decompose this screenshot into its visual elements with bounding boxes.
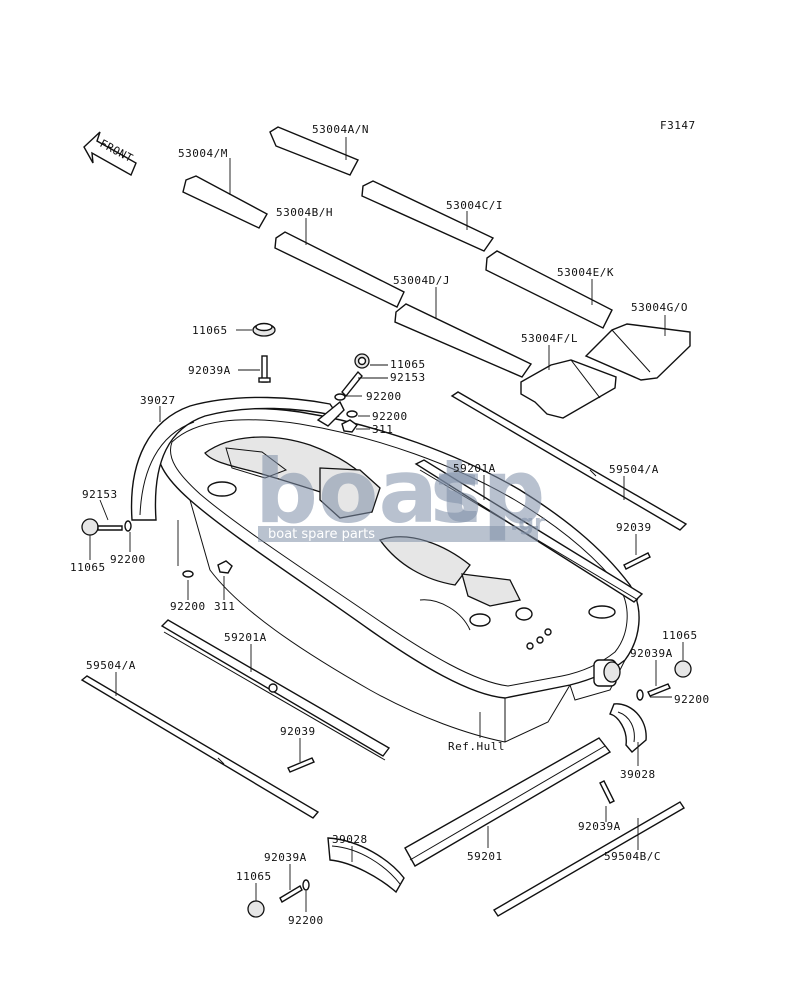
cap-11065-top[interactable] [252, 322, 276, 337]
mat-53004-fl[interactable] [520, 359, 617, 419]
label-ref-hull: Ref.Hull [448, 740, 505, 753]
washer-92200-left[interactable] [124, 520, 132, 532]
label-11065-bottom: 11065 [236, 870, 272, 883]
mat-53004-ek[interactable] [485, 250, 613, 329]
cap-11065-bottom[interactable] [247, 900, 265, 918]
label-53004bh: 53004B/H [276, 206, 333, 219]
watermark-brand-right: sp [430, 440, 545, 543]
washer-92200-mid1[interactable] [334, 393, 346, 401]
rivet-92039a-right[interactable] [647, 683, 671, 697]
label-59504a-right: 59504/A [609, 463, 659, 476]
screw-92153-left[interactable] [97, 525, 123, 531]
label-39027: 39027 [140, 394, 176, 407]
label-59504a-left: 59504/A [86, 659, 136, 672]
watermark-brand-left: boat [255, 440, 480, 543]
label-53004an: 53004A/N [312, 123, 369, 136]
nut-311-mid[interactable] [341, 419, 358, 433]
label-311-lower: 311 [214, 600, 235, 613]
washer-92200-mid2[interactable] [346, 410, 358, 418]
cap-11065-right[interactable] [674, 660, 692, 678]
mat-53004-an[interactable] [269, 126, 359, 176]
label-53004ek: 53004E/K [557, 266, 614, 279]
washer-92200-right[interactable] [636, 689, 644, 701]
watermark-tagline: boat spare parts [268, 527, 375, 542]
label-92153-mid: 92153 [390, 371, 426, 384]
rivet-92039-lower[interactable] [287, 757, 315, 773]
label-92039a-top: 92039A [188, 364, 231, 377]
screw-92153-mid[interactable] [341, 370, 363, 398]
nut-311-lower[interactable] [217, 560, 233, 574]
label-92200-right: 92200 [674, 693, 710, 706]
rivet-92039-right[interactable] [623, 552, 651, 570]
cap-11065-mid[interactable] [354, 353, 370, 369]
label-53004dj: 53004D/J [393, 274, 450, 287]
label-92200-bottom: 92200 [288, 914, 324, 927]
label-53004ci: 53004C/I [446, 199, 503, 212]
hull[interactable] [156, 407, 640, 743]
front-arrow-icon: FRONT [83, 131, 137, 176]
rivet-92039a-top[interactable] [258, 355, 271, 383]
label-59201: 59201 [467, 850, 503, 863]
leader-lines [89, 137, 684, 912]
mat-53004-m[interactable] [182, 175, 268, 229]
label-92039-right: 92039 [616, 521, 652, 534]
mat-53004-go[interactable] [584, 323, 691, 381]
label-11065-mid: 11065 [390, 358, 426, 371]
label-92200-lower: 92200 [170, 600, 206, 613]
label-311-mid: 311 [372, 423, 393, 436]
cap-11065-left[interactable] [81, 518, 99, 536]
strip-59504a-lower[interactable] [80, 675, 320, 819]
watermark-logo: boat sp .gr boat spare parts [255, 440, 545, 543]
label-59504bc: 59504B/C [604, 850, 661, 863]
bumper-39028-bottom[interactable] [327, 837, 405, 894]
label-92200-mid1: 92200 [366, 390, 402, 403]
mat-53004-ci[interactable] [361, 180, 495, 252]
label-92153-left: 92153 [82, 488, 118, 501]
washer-92200-lower[interactable] [182, 570, 194, 578]
label-92039a-lower: 92039A [578, 820, 621, 833]
strip-59504bc[interactable] [493, 801, 685, 917]
label-53004fl: 53004F/L [521, 332, 578, 345]
label-59201a-left: 59201A [224, 631, 267, 644]
label-92039a-right: 92039A [630, 647, 673, 660]
rivet-92039a-bottom[interactable] [279, 885, 303, 903]
label-92200-mid2: 92200 [372, 410, 408, 423]
label-92039-lower: 92039 [280, 725, 316, 738]
label-53004go: 53004G/O [631, 301, 688, 314]
label-11065-left: 11065 [70, 561, 106, 574]
mat-53004-dj[interactable] [394, 303, 533, 378]
label-92039a-bottom: 92039A [264, 851, 307, 864]
washer-92200-bottom[interactable] [302, 879, 310, 891]
mat-53004-bh[interactable] [274, 231, 405, 308]
bumper-39028-right[interactable] [609, 703, 647, 753]
label-11065-top: 11065 [192, 324, 228, 337]
rivet-92039a-lower[interactable] [599, 780, 615, 804]
label-53004m: 53004/M [178, 147, 228, 160]
rail-59201a-lower[interactable] [160, 619, 391, 761]
label-39028-bottom: 39028 [332, 833, 368, 846]
label-92200-left: 92200 [110, 553, 146, 566]
rail-39027[interactable] [130, 396, 345, 521]
figure-code: F3147 [660, 119, 696, 132]
strip-59504a-upper[interactable] [450, 391, 688, 531]
label-59201a-top: 59201A [453, 462, 496, 475]
label-11065-right: 11065 [662, 629, 698, 642]
label-39028-right: 39028 [620, 768, 656, 781]
rail-59201[interactable] [404, 737, 612, 867]
